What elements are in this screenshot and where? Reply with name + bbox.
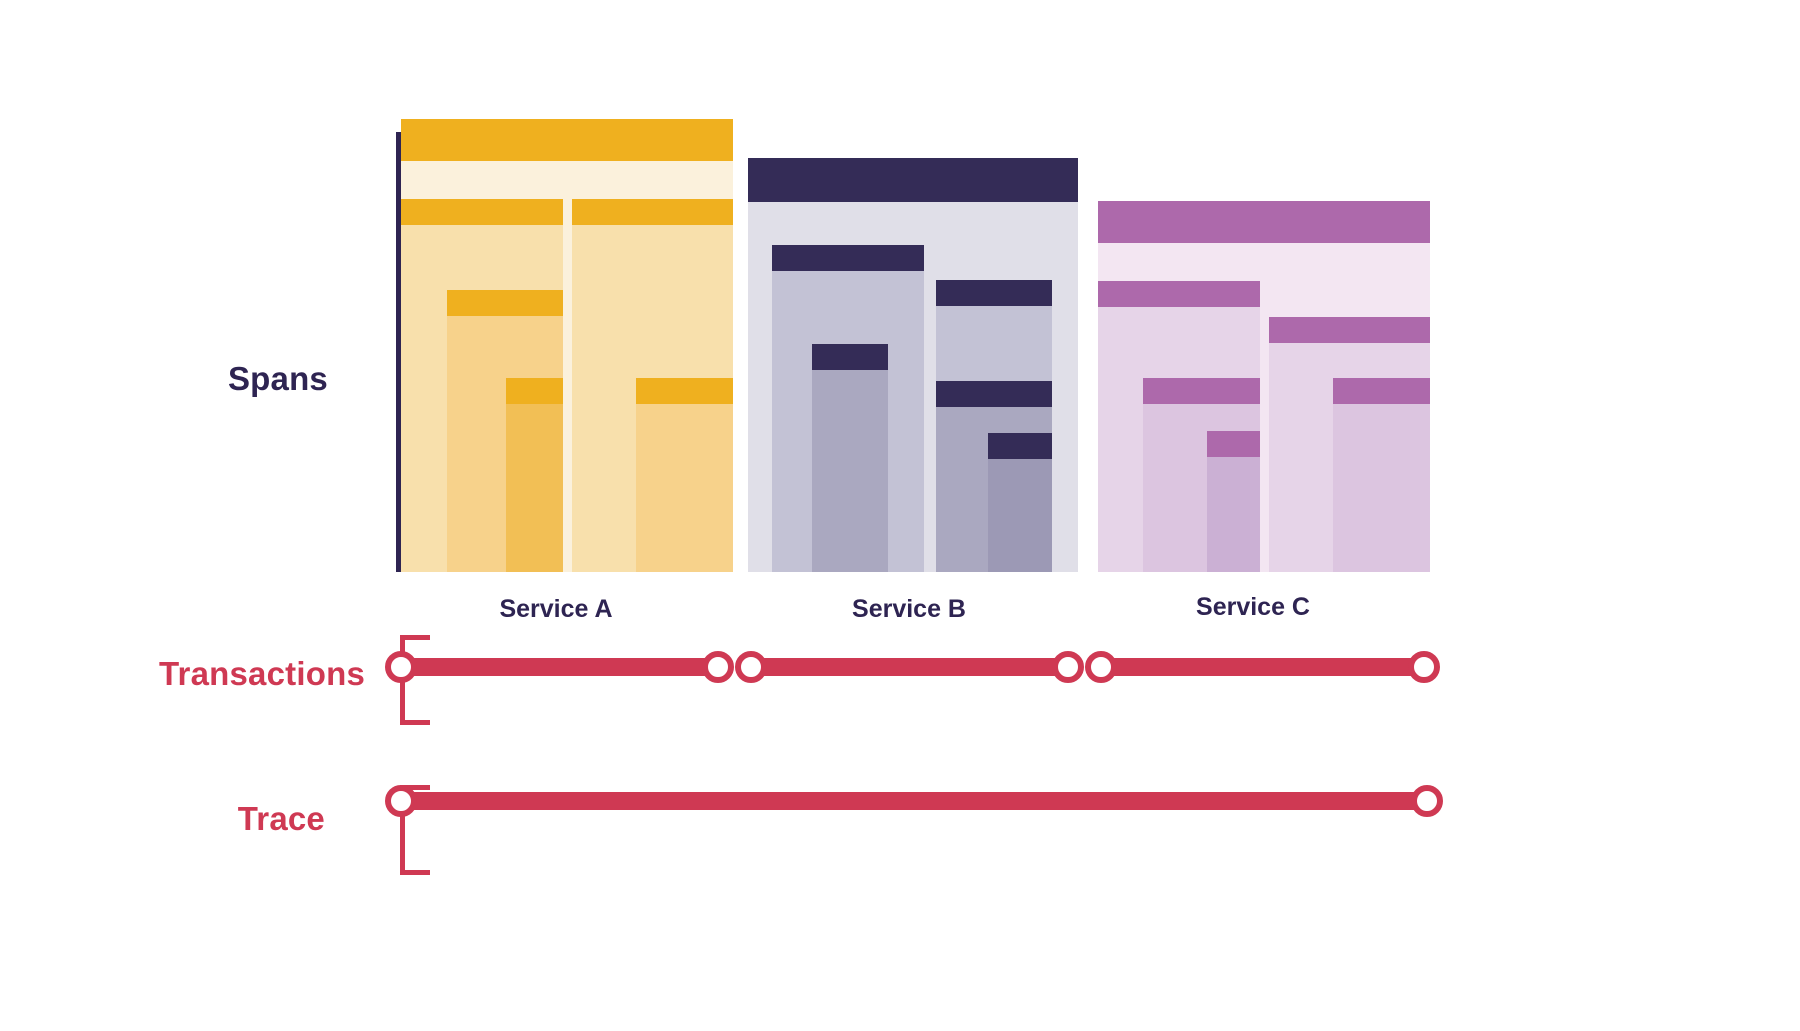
transaction-a-start-dot[interactable] xyxy=(385,651,417,683)
span-a-1-1-1[interactable] xyxy=(506,378,563,572)
span-b-2-1-head xyxy=(936,381,1052,407)
span-b-root-head xyxy=(748,158,1078,202)
transaction-a-end-dot[interactable] xyxy=(702,651,734,683)
span-c-1-head xyxy=(1098,281,1260,307)
service-caption-c: Service C xyxy=(1196,593,1310,621)
transaction-a-line[interactable] xyxy=(401,658,718,676)
span-c-root-head xyxy=(1098,201,1430,243)
trace-row-label: Trace xyxy=(237,800,325,837)
trace-bracket xyxy=(400,785,430,875)
transaction-c-line[interactable] xyxy=(1101,658,1424,676)
span-c-1-1-1-head xyxy=(1207,431,1260,457)
trace-span-end-dot[interactable] xyxy=(1411,785,1443,817)
span-a-2-1-head xyxy=(636,378,733,404)
span-c-1-1-1[interactable] xyxy=(1207,431,1260,572)
span-b-1-1[interactable] xyxy=(812,344,888,572)
span-c-2-1[interactable] xyxy=(1333,378,1430,572)
service-caption-b: Service B xyxy=(852,595,966,623)
transaction-b-line[interactable] xyxy=(751,658,1068,676)
transaction-c-start-dot[interactable] xyxy=(1085,651,1117,683)
span-b-1-head xyxy=(772,245,924,271)
span-c-2-1-head xyxy=(1333,378,1430,404)
span-b-1-1-head xyxy=(812,344,888,370)
transaction-c-end-dot[interactable] xyxy=(1408,651,1440,683)
service-caption-a: Service A xyxy=(499,595,613,623)
spans-waterfall xyxy=(401,119,1430,572)
trace-span-line[interactable] xyxy=(401,792,1427,810)
span-a-1-1-1-head xyxy=(506,378,563,404)
span-c-1-1-head xyxy=(1143,378,1260,404)
span-a-root-head xyxy=(401,119,733,161)
transactions-row-label: Transactions xyxy=(159,655,365,692)
spans-row-label: Spans xyxy=(227,360,328,397)
span-a-2-head xyxy=(572,199,733,225)
span-c-2-head xyxy=(1269,317,1430,343)
span-b-2-1-1[interactable] xyxy=(988,433,1052,572)
span-a-1-head xyxy=(401,199,563,225)
transaction-b-start-dot[interactable] xyxy=(735,651,767,683)
span-a-1-1-head xyxy=(447,290,563,316)
span-b-2-1-1-head xyxy=(988,433,1052,459)
span-b-2-head xyxy=(936,280,1052,306)
trace-span-start-dot[interactable] xyxy=(385,785,417,817)
transaction-b-end-dot[interactable] xyxy=(1052,651,1084,683)
span-a-2-1[interactable] xyxy=(636,378,733,572)
